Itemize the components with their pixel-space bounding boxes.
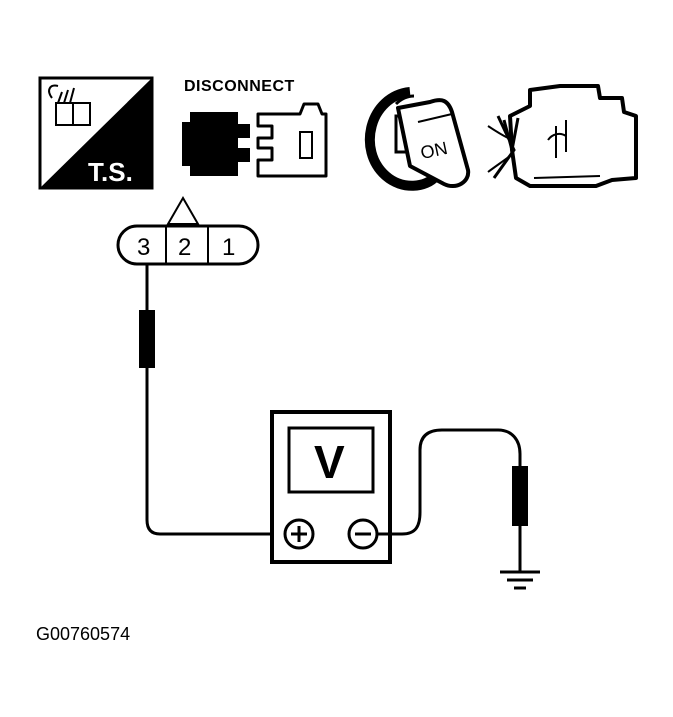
technical-service-icon: T.S. (38, 76, 154, 190)
pin-2-label: 2 (178, 234, 191, 261)
positive-test-lead (139, 264, 290, 536)
pin-1-label: 1 (222, 234, 235, 261)
ts-label: T.S. (88, 157, 133, 187)
ignition-on-icon: ON (365, 87, 471, 191)
disconnect-label: DISCONNECT (184, 78, 295, 95)
figure-code: G00760574 (36, 624, 130, 644)
disconnect-icon: DISCONNECT (182, 78, 328, 178)
voltmeter: V (270, 410, 392, 564)
negative-test-lead (377, 428, 528, 572)
pin-3-label: 3 (137, 234, 150, 261)
voltmeter-symbol: V (314, 436, 345, 488)
ground-icon (500, 570, 540, 590)
engine-icon (487, 84, 638, 188)
harness-connector: 3 2 1 (116, 195, 260, 266)
